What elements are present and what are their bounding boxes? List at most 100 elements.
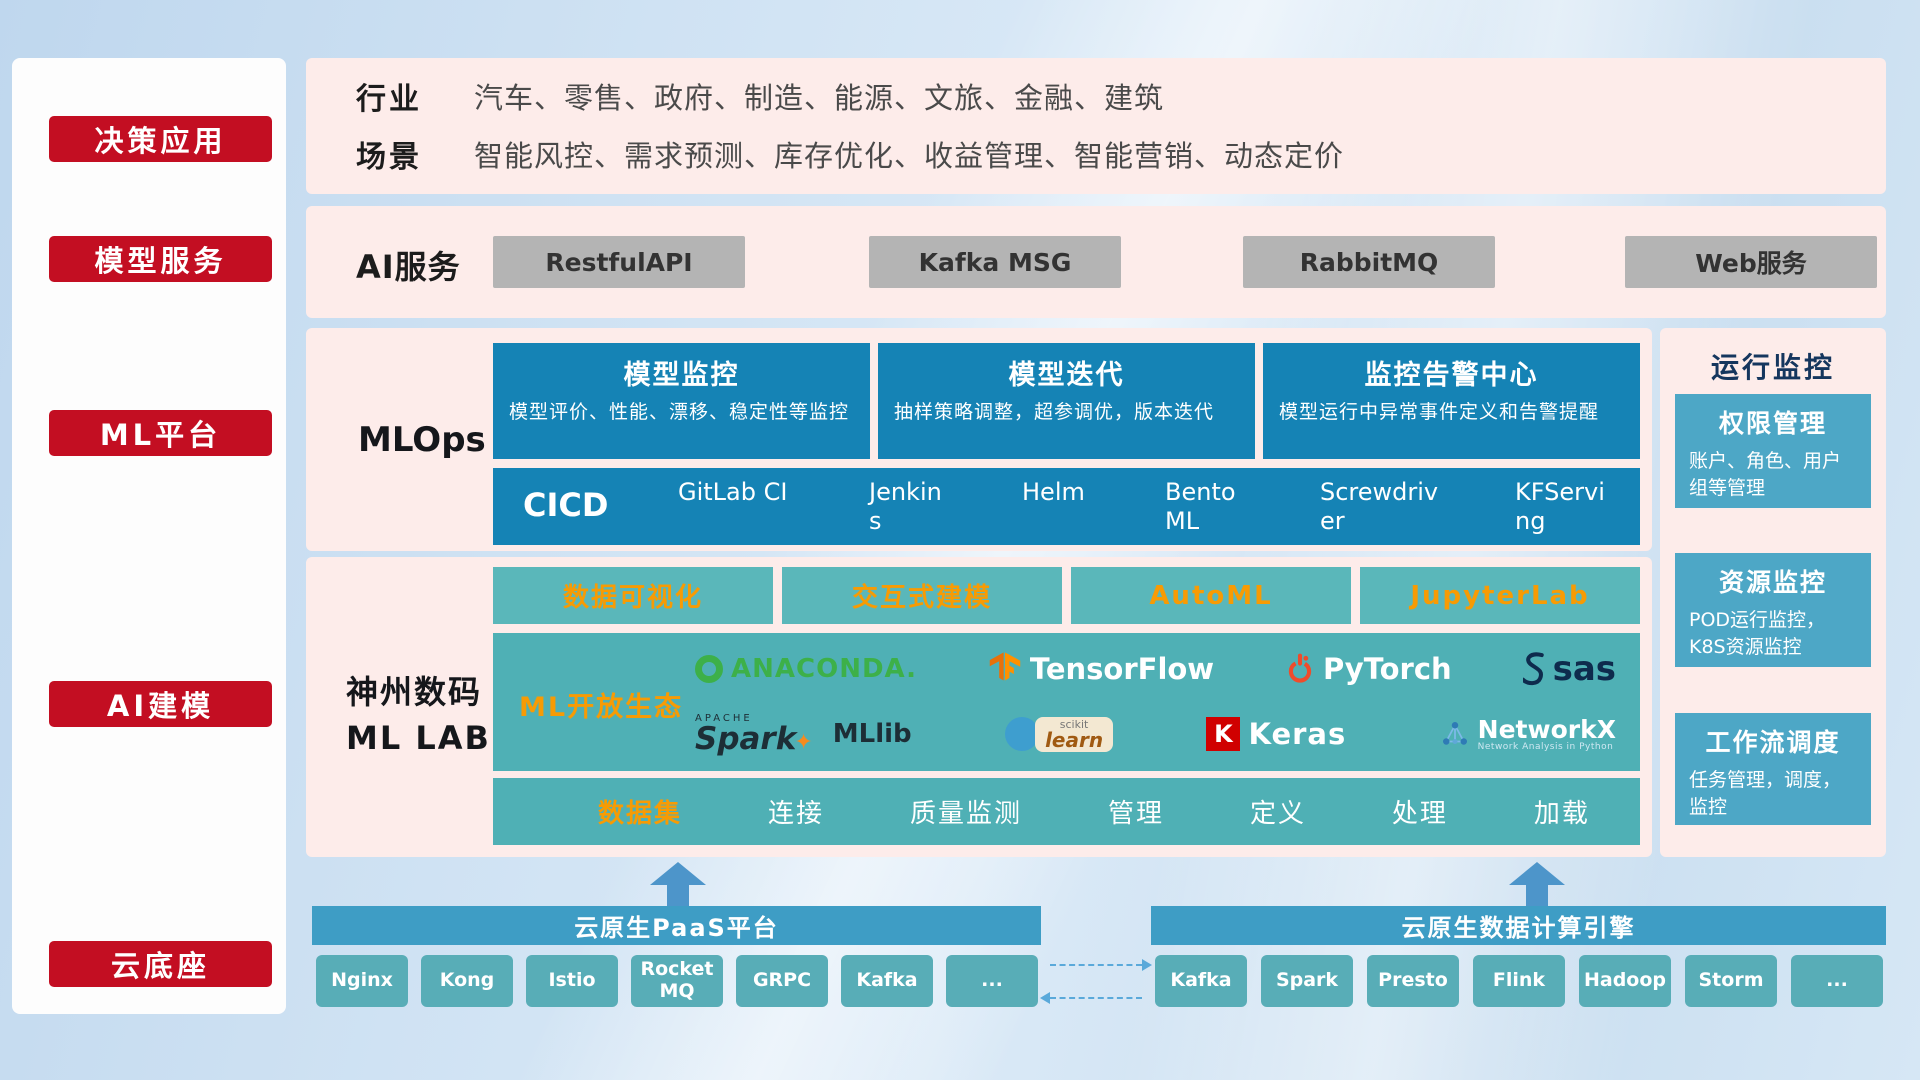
pytorch-icon [1288, 653, 1312, 683]
spark-pill: Spark [1261, 955, 1353, 1007]
networkx-subtitle: Network Analysis in Python [1477, 742, 1614, 753]
restfulapi-button: RestfulAPI [493, 236, 745, 288]
kong-pill: Kong [421, 955, 513, 1007]
scikit-learn-icon [1005, 717, 1040, 752]
spark-line: Spark ✦ [695, 720, 813, 757]
scenario-line: 场景 智能风控、需求预测、库存优化、收益管理、智能营销、动态定价 [356, 132, 1344, 176]
industry-scenario-panel: 行业 汽车、零售、政府、制造、能源、文旅、金融、建筑 场景 智能风控、需求预测、… [306, 58, 1886, 194]
hadoop-pill: Hadoop [1579, 955, 1671, 1007]
tensorflow-label: TensorFlow [1029, 652, 1215, 687]
mlops-label: MLOps [358, 420, 486, 460]
card-desc: 模型运行中异常事件定义和告警提醒 [1279, 401, 1600, 423]
org-line2: ML LAB [346, 719, 491, 758]
pytorch-logo: PyTorch [1285, 652, 1452, 686]
dataset-item-load: 加载 [1533, 799, 1590, 829]
card-title: 权限管理 [1718, 409, 1827, 438]
pytorch-label: PyTorch [1323, 652, 1452, 687]
kafka-msg-button: Kafka MSG [869, 236, 1121, 288]
rocketmq-pill: RocketMQ [631, 955, 723, 1007]
dashed-arrow-left-line [1050, 997, 1142, 999]
spark-star-icon: ✦ [794, 729, 813, 755]
dataset-item-manage: 管理 [1107, 799, 1164, 829]
spark-mllib-logo: APACHE Spark ✦ MLlib [695, 712, 912, 757]
model-iteration-card: 模型迭代 抽样策略调整，超参调优，版本迭代 [878, 343, 1255, 459]
anaconda-label: ANACONDA. [731, 654, 918, 685]
automl-button: AutoML [1071, 567, 1351, 624]
presto-pill: Presto [1367, 955, 1459, 1007]
engine-components: Kafka Spark Presto Flink Hadoop Storm ..… [1155, 955, 1883, 1007]
industry-label: 行业 [356, 82, 422, 117]
flink-pill: Flink [1473, 955, 1565, 1007]
dataset-bar: 数据集 连接 质量监测 管理 定义 处理 加载 [493, 778, 1640, 845]
workflow-scheduling-card: 工作流调度 任务管理，调度，监控 [1675, 713, 1871, 825]
eco-row-2: APACHE Spark ✦ MLlib scikit learn [681, 712, 1630, 757]
kfserving-item: KFServing [1515, 478, 1605, 535]
card-desc: 账户、角色、用户组等管理 [1689, 450, 1842, 499]
mlops-panel: MLOps 模型监控 模型评价、性能、漂移、稳定性等监控 模型迭代 抽样策略调整… [306, 328, 1652, 551]
dataset-label: 数据集 [598, 799, 683, 829]
scikit-learn-logo: scikit learn [1005, 716, 1114, 752]
model-monitoring-card: 模型监控 模型评价、性能、漂移、稳定性等监控 [493, 343, 870, 459]
learn-label: learn [1045, 727, 1104, 752]
cicd-bar: CICD GitLab CI Jenkins Helm BentoML Scre… [493, 468, 1640, 545]
networkx-label: NetworkX [1477, 714, 1616, 744]
mllab-panel: 神州数码 ML LAB 数据可视化 交互式建模 AutoML JupyterLa… [306, 557, 1652, 857]
paas-platform-bar: 云原生PaaS平台 [312, 906, 1041, 945]
sas-swirl-icon [1522, 652, 1544, 686]
card-title: 模型迭代 [1008, 360, 1125, 391]
jupyterlab-button: JupyterLab [1360, 567, 1640, 624]
scikit-learn-badge: scikit learn [1035, 716, 1114, 752]
cicd-tools: GitLab CI Jenkins Helm BentoML Screwdriv… [678, 478, 1615, 536]
industry-line: 行业 汽车、零售、政府、制造、能源、文旅、金融、建筑 [356, 74, 1164, 118]
jenkins-item: Jenkins [869, 478, 942, 535]
scenario-label: 场景 [356, 140, 422, 175]
spark-block: APACHE Spark ✦ [695, 712, 813, 757]
kafka-pill: Kafka [1155, 955, 1247, 1007]
data-visualization-button: 数据可视化 [493, 567, 773, 624]
industry-list: 汽车、零售、政府、制造、能源、文旅、金融、建筑 [474, 81, 1165, 115]
sas-logo: sas [1522, 649, 1616, 690]
sas-label: sas [1552, 649, 1616, 690]
rabbitmq-button: RabbitMQ [1243, 236, 1495, 288]
helm-item: Helm [1022, 478, 1085, 506]
eco-label: ML开放生态 [519, 692, 684, 723]
kafka-pill: Kafka [841, 955, 933, 1007]
tensorflow-icon [989, 652, 1021, 681]
layer-sidebar: 决策应用 模型服务 ML平台 AI建模 云底座 [12, 58, 286, 1014]
istio-pill: Istio [526, 955, 618, 1007]
storm-pill: Storm [1685, 955, 1777, 1007]
ml-open-ecosystem-box: ML开放生态 ANACONDA. TensorFlow [493, 633, 1640, 771]
dashed-arrow-right-line [1050, 964, 1142, 966]
mllib-label: MLlib [832, 719, 912, 750]
card-desc: 抽样策略调整，超参调优，版本迭代 [894, 401, 1215, 423]
anaconda-ring-icon [695, 655, 723, 684]
dataset-item-connect: 连接 [767, 799, 824, 829]
card-desc: POD运行监控，K8S资源监控 [1689, 609, 1826, 658]
dashed-arrow-left-icon [1040, 992, 1050, 1004]
grpc-pill: GRPC [736, 955, 828, 1007]
ai-service-panel: AI服务 RestfulAPI Kafka MSG RabbitMQ Web服务 [306, 206, 1886, 318]
keras-logo: K Keras [1206, 717, 1346, 752]
dataset-item-quality: 质量监测 [909, 799, 1022, 829]
cicd-label: CICD [523, 486, 609, 524]
eco-logo-grid: ANACONDA. TensorFlow [681, 637, 1630, 767]
layer-ml-platform: ML平台 [49, 410, 272, 456]
scikit-label: scikit [1059, 717, 1089, 731]
paas-components: Nginx Kong Istio RocketMQ GRPC Kafka ... [316, 955, 1038, 1007]
dataset-item-process: 处理 [1391, 799, 1448, 829]
apache-label: APACHE [695, 712, 753, 724]
dashed-arrow-right-icon [1142, 959, 1152, 971]
up-arrow-icon [1509, 862, 1565, 885]
spark-label: Spark [695, 720, 797, 757]
up-arrow-stem [1526, 885, 1548, 906]
screwdriver-item: Screwdriver [1320, 478, 1439, 535]
gitlab-ci-item: GitLab CI [678, 478, 788, 506]
up-arrow-stem [667, 885, 689, 906]
keras-k-icon: K [1206, 717, 1241, 752]
scenario-list: 智能风控、需求预测、库存优化、收益管理、智能营销、动态定价 [474, 139, 1345, 173]
card-desc: 模型评价、性能、漂移、稳定性等监控 [509, 401, 850, 423]
eco-row-1: ANACONDA. TensorFlow [681, 649, 1630, 689]
resource-monitoring-card: 资源监控 POD运行监控，K8S资源监控 [1675, 553, 1871, 667]
networkx-graph-icon [1442, 722, 1467, 745]
